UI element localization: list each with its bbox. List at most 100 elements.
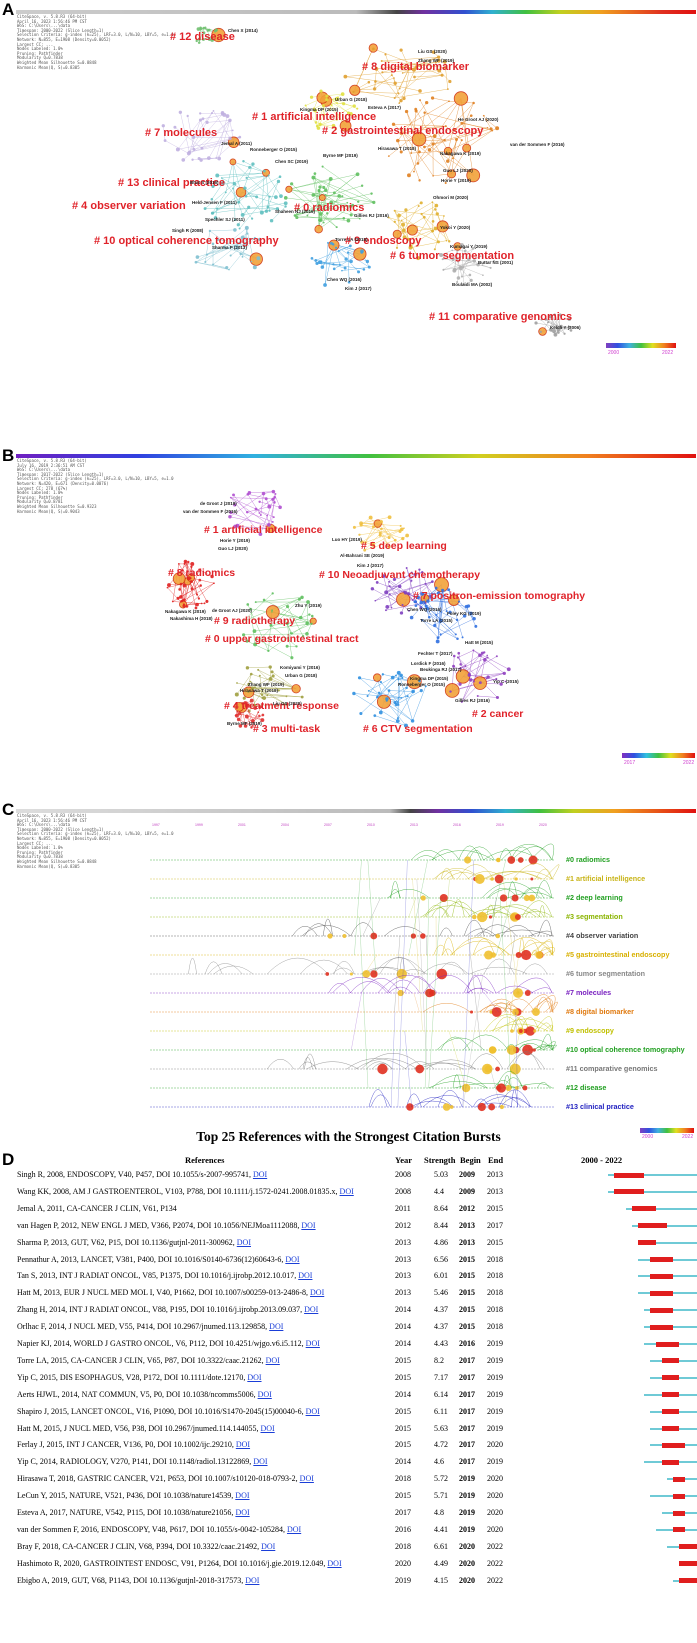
- doi-link[interactable]: DOI: [235, 1440, 251, 1450]
- network-node: [261, 491, 266, 496]
- timeline-node: [517, 857, 524, 863]
- doi-link[interactable]: DOI: [253, 1457, 268, 1467]
- network-node: [486, 656, 489, 659]
- doi-link[interactable]: DOI: [304, 1305, 319, 1315]
- network-edge: [452, 250, 466, 252]
- table-row: Yip C, 2015, DIS ESOPHAGUS, V28, P172, D…: [0, 1370, 697, 1387]
- doi-link[interactable]: DOI: [301, 1220, 316, 1230]
- cluster-label: # 9 radiotherapy: [214, 615, 296, 627]
- doi-link[interactable]: DOI: [285, 1254, 300, 1264]
- node-label: Buttar NS (2001): [478, 260, 514, 265]
- timeline-node: [472, 914, 477, 920]
- table-row: Esteva A, 2017, NATURE, V542, P115, DOI …: [0, 1505, 697, 1522]
- network-node: [232, 187, 234, 190]
- network-node: [276, 179, 281, 184]
- network-edge: [215, 115, 228, 159]
- timeline-node: [425, 988, 434, 998]
- timeline-arc: [389, 889, 401, 899]
- network-node: [504, 680, 507, 683]
- node-label: Spechler SJ (2011): [205, 217, 245, 222]
- doi-link[interactable]: DOI: [247, 1372, 262, 1382]
- timeline-link: [490, 897, 497, 937]
- doi-link[interactable]: DOI: [310, 1288, 325, 1298]
- doi-link[interactable]: DOI: [327, 1558, 342, 1568]
- network-node: [453, 128, 456, 131]
- cell-strength: 4.37: [434, 1322, 448, 1332]
- network-node: [397, 678, 400, 681]
- network-node: [456, 276, 461, 280]
- timeline-arc: [384, 926, 426, 937]
- network-node: [238, 724, 243, 728]
- doi-link[interactable]: DOI: [286, 1524, 302, 1534]
- network-edge: [163, 125, 166, 141]
- network-edge: [261, 171, 265, 213]
- burst-segment: [649, 1307, 674, 1313]
- timeline-arc: [515, 911, 553, 918]
- network-edge: [247, 511, 273, 523]
- panel-a-legend-start: 2000: [608, 350, 620, 356]
- network-node: [413, 572, 417, 577]
- timeline-link: [362, 897, 381, 937]
- timeline-node: [410, 933, 417, 939]
- doi-link[interactable]: DOI: [252, 1170, 268, 1179]
- network-node: [225, 114, 230, 119]
- doi-link[interactable]: DOI: [265, 1355, 280, 1365]
- network-node: [391, 122, 396, 126]
- timeline-cluster-label: #0 radiomics: [566, 855, 610, 864]
- doi-link[interactable]: DOI: [235, 1508, 250, 1517]
- panel-c-legend-start: 2000: [642, 1134, 654, 1140]
- network-node: [448, 610, 452, 614]
- network-node: [197, 597, 201, 600]
- doi-link[interactable]: DOI: [339, 1186, 354, 1196]
- doi-link[interactable]: DOI: [261, 1541, 276, 1551]
- network-node: [387, 155, 390, 157]
- network-node: [267, 174, 270, 177]
- network-node: [384, 590, 389, 595]
- network-edge: [461, 274, 470, 277]
- doi-link[interactable]: DOI: [269, 1322, 284, 1332]
- cell-strength: 4.43: [434, 1339, 448, 1348]
- network-node: [406, 224, 418, 236]
- timeline-arc: [415, 1097, 454, 1108]
- network-edge: [381, 528, 396, 541]
- network-node: [183, 562, 186, 565]
- timeline-arc: [463, 974, 497, 994]
- doi-link[interactable]: DOI: [235, 1491, 250, 1501]
- network-edge: [394, 210, 418, 228]
- doi-link[interactable]: DOI: [260, 1423, 275, 1433]
- network-node: [316, 91, 329, 104]
- network-node: [468, 273, 472, 277]
- network-node: [441, 258, 444, 261]
- timeline-link: [499, 897, 512, 1089]
- timeline-arc: [410, 850, 446, 861]
- node-label: Zhang WF (2019): [248, 682, 285, 687]
- network-node: [305, 632, 309, 636]
- network-edge: [242, 237, 260, 240]
- network-node: [285, 644, 289, 648]
- doi-link[interactable]: DOI: [299, 1474, 314, 1484]
- timeline-year-tick: 2019: [496, 823, 504, 827]
- network-node: [462, 266, 465, 269]
- cell-year: 2015: [395, 1406, 411, 1416]
- network-node: [268, 676, 273, 681]
- doi-link[interactable]: DOI: [236, 1237, 251, 1247]
- network-node: [197, 37, 201, 41]
- burst-segment: [661, 1392, 680, 1398]
- network-node: [332, 263, 335, 266]
- network-edge: [296, 217, 360, 219]
- network-node: [334, 246, 338, 249]
- header-strength: Strength: [424, 1155, 456, 1165]
- doi-link[interactable]: DOI: [245, 1575, 260, 1585]
- doi-link[interactable]: DOI: [298, 1271, 313, 1281]
- network-node: [239, 242, 242, 245]
- timeline-arc: [439, 927, 453, 937]
- doi-link[interactable]: DOI: [305, 1339, 320, 1348]
- timeline-cluster-label: #8 digital biomarker: [566, 1007, 634, 1016]
- doi-link[interactable]: DOI: [257, 1389, 272, 1399]
- network-node: [499, 682, 503, 686]
- network-node: [243, 724, 248, 728]
- network-node: [217, 156, 222, 161]
- network-node: [224, 191, 227, 194]
- doi-link[interactable]: DOI: [305, 1406, 320, 1416]
- network-edge: [212, 175, 269, 187]
